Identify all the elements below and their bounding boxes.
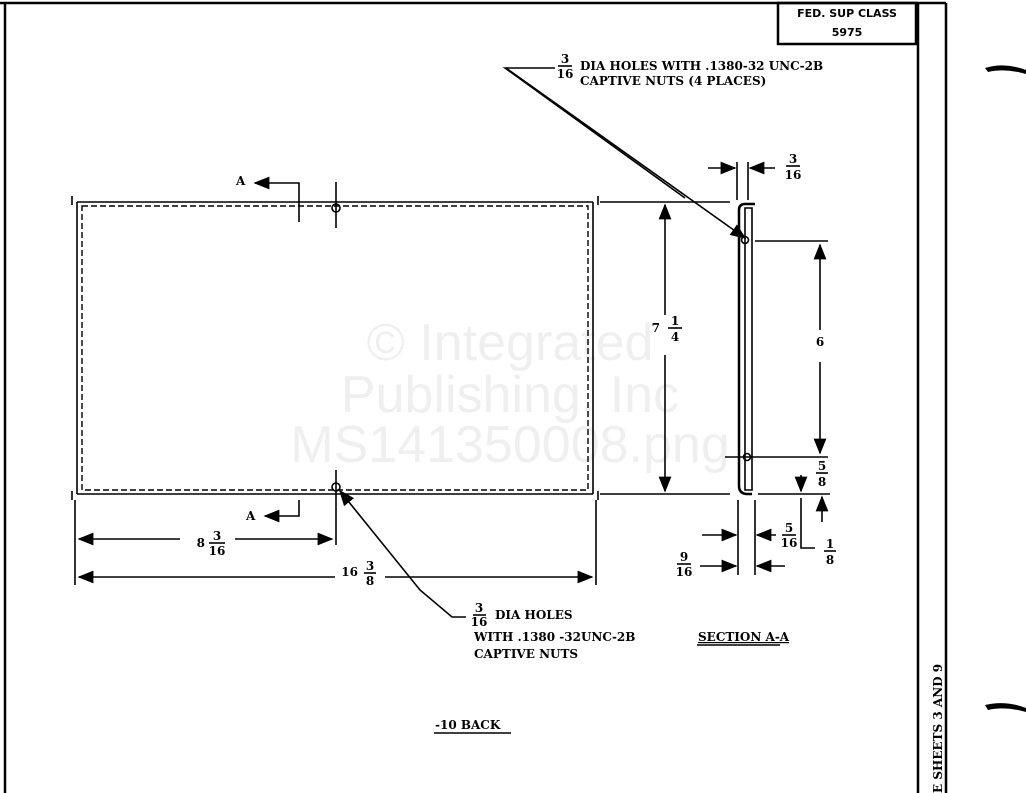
top-hole-note: 3 16 DIA HOLES WITH .1380-32 UNC-2B CAPT… [502, 52, 823, 239]
side-note: E SHEETS 3 AND 9 [931, 664, 945, 793]
svg-text:CAPTIVE NUTS: CAPTIVE NUTS [474, 647, 578, 661]
svg-text:MS141350008.png: MS141350008.png [290, 416, 730, 474]
svg-text:Publishing, Inc: Publishing, Inc [341, 366, 679, 424]
svg-text:16: 16 [557, 67, 574, 81]
svg-text:16: 16 [209, 544, 226, 558]
svg-text:8: 8 [366, 574, 374, 588]
svg-text:16: 16 [781, 536, 798, 550]
svg-text:3: 3 [213, 529, 221, 543]
section-a-a-view: 3 16 6 5 8 1 8 5 16 9 16 [676, 152, 836, 579]
svg-text:16: 16 [785, 168, 802, 182]
section-mark-top: A [235, 174, 246, 188]
svg-text:WITH .1380 -32UNC-2B: WITH .1380 -32UNC-2B [473, 630, 635, 644]
svg-text:DIA HOLES WITH .1380-32 UNC-2: DIA HOLES WITH .1380-32 UNC-2B [580, 59, 823, 73]
svg-text:CAPTIVE NUTS (4 PLACES): CAPTIVE NUTS (4 PLACES) [580, 74, 766, 88]
svg-text:3: 3 [475, 601, 483, 615]
section-mark-bottom: A [245, 509, 256, 523]
part-title: -10 BACK [435, 718, 501, 732]
svg-text:8: 8 [197, 536, 205, 550]
svg-text:1: 1 [826, 537, 834, 551]
title-block: FED. SUP CLASS 5975 [776, 1, 918, 46]
title-block-label: FED. SUP CLASS [797, 7, 897, 20]
svg-text:5: 5 [785, 521, 793, 535]
svg-text:3: 3 [789, 152, 797, 166]
svg-text:© Integrated: © Integrated [367, 314, 654, 372]
svg-text:16: 16 [341, 565, 358, 579]
svg-text:DIA HOLES: DIA HOLES [495, 608, 573, 622]
svg-text:8: 8 [826, 553, 834, 567]
svg-text:5: 5 [818, 459, 826, 473]
section-title: SECTION A-A [698, 630, 790, 644]
back-panel-view: A A 7 1 4 8 3 16 16 3 8 [71, 174, 730, 618]
fed-sup-class: 5975 [832, 26, 863, 39]
watermark: © Integrated Publishing, Inc MS141350008… [290, 314, 730, 474]
svg-text:4: 4 [671, 330, 679, 344]
svg-text:3: 3 [561, 52, 569, 66]
svg-text:16: 16 [676, 565, 693, 579]
svg-text:16: 16 [471, 615, 488, 629]
svg-text:8: 8 [818, 475, 826, 489]
svg-text:1: 1 [671, 314, 679, 328]
svg-text:7: 7 [652, 321, 660, 335]
svg-text:3: 3 [366, 559, 374, 573]
svg-text:9: 9 [680, 550, 688, 564]
svg-text:6: 6 [816, 335, 824, 349]
bottom-hole-note: 3 16 DIA HOLES WITH .1380 -32UNC-2B CAPT… [471, 601, 636, 661]
